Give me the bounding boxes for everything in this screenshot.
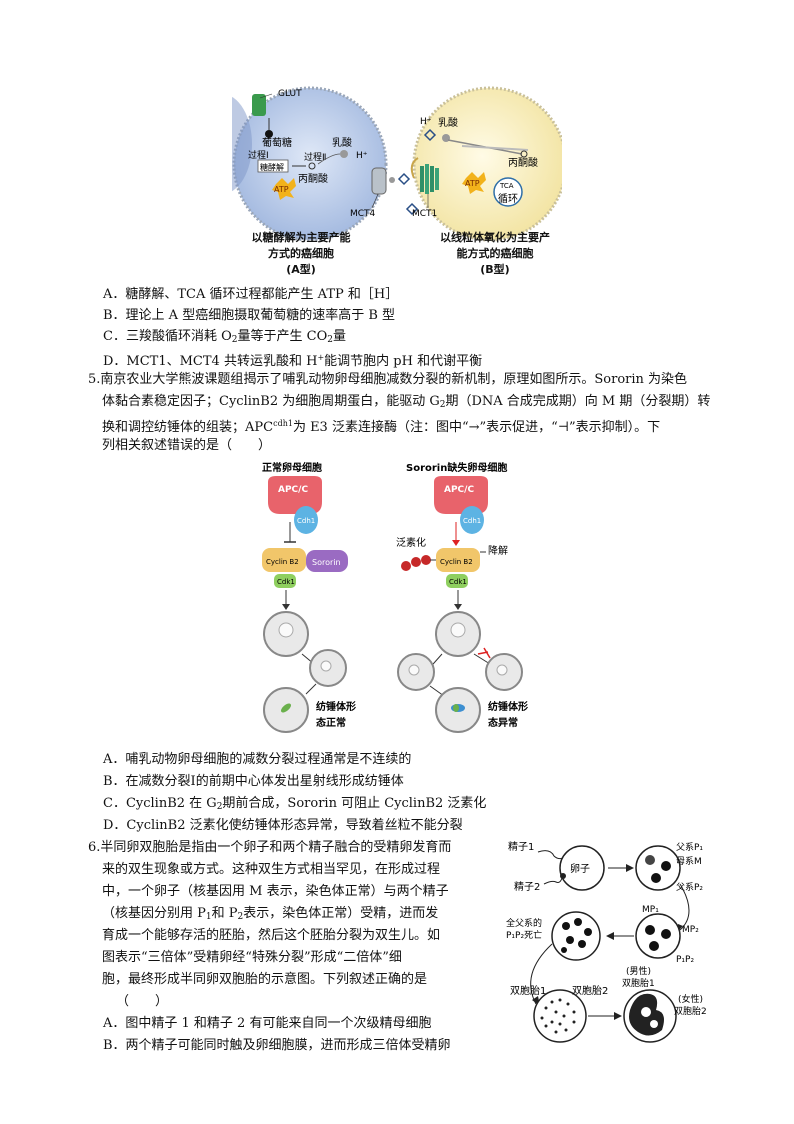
q5-stem-line1: 5.南京农业大学熊波课题组揭示了哺乳动物卵母细胞减数分裂的新机制，原理如图所示。… (88, 372, 688, 387)
mct4-icon (371, 167, 387, 195)
apc-right-icon (434, 476, 488, 514)
caption-a-line1: 以糖酵解为主要产能 (251, 231, 351, 244)
caption-b-line3: (B型) (480, 263, 510, 276)
pyruvate-a-label: 丙酮酸 (298, 172, 328, 185)
q6-stem-line4: （核基因分别用 P1和 P2表示，染色体正常）受精，进而发 (102, 906, 439, 922)
egg-label: 卵子 (570, 863, 590, 875)
q5-option-c: C．CyclinB2 在 G2期前合成，Sororin 可阻止 CyclinB2… (103, 796, 487, 812)
degrade-label: 降解 (488, 544, 508, 557)
q5-stem-line4: 列相关叙述错误的是（ ） (102, 438, 272, 453)
twin1b-label: 双胞胎1 (622, 977, 655, 989)
atp-b-icon (462, 172, 486, 194)
q6-stem-line3: 中，一个卵子（核基因用 M 表示，染色体正常）与两个精子 (102, 884, 449, 899)
twin2b-label: 双胞胎2 (674, 1005, 707, 1017)
male-label: (男性) (626, 965, 651, 977)
cdk1-left-label: Cdk1 (277, 578, 295, 586)
fig2-title-left: 正常卵母细胞 (262, 461, 322, 474)
abnormal-label-line1: 纺锤体形 (488, 700, 528, 713)
cdh1-left-icon (294, 506, 318, 534)
atp-a-icon (272, 178, 296, 200)
q5-stem-line2: 体黏合素稳定因子；CyclinB2 为细胞周期蛋白，能驱动 G2期（DNA 合成… (102, 394, 711, 410)
q4-option-d: D．MCT1、MCT4 共转运乳酸和 H+能调节胞内 pH 和代谢平衡 (103, 353, 483, 369)
sororin-left-label: Sororin (312, 558, 341, 567)
tca-label: TCA (499, 182, 514, 190)
q5-option-a: A．哺乳动物卵母细胞的减数分裂过程通常是不连续的 (103, 752, 412, 767)
cdk1-left-icon (274, 574, 296, 588)
q5-option-b: B．在减数分裂Ⅰ的前期中心体发出星射线形成纺锤体 (103, 774, 404, 789)
sperm2-label: 精子2 (514, 880, 540, 893)
normal-label-line2: 态正常 (316, 716, 346, 729)
caption-a-line2: 方式的癌细胞 (268, 247, 334, 260)
ubiquitination-label: 泛素化 (396, 536, 426, 549)
lactate-b-label: 乳酸 (438, 116, 458, 129)
q6-stem-line7: 胞，最终形成半同卵双胞胎的示意图。下列叙述正确的是 (102, 972, 428, 987)
cyclin-right-icon (436, 548, 480, 572)
paternal-p2-label: 父系P₂ (676, 882, 703, 893)
q6-stem-line1: 6.半同卵双胞胎是指由一个卵子和两个精子融合的受精卵发育而 (88, 840, 452, 855)
lactate-a-label: 乳酸 (332, 136, 352, 149)
q6-stem-line6: 图表示“三倍体”受精卵经“特殊分裂”形成“二倍体”细 (102, 950, 402, 965)
cdk1-right-label: Cdk1 (449, 578, 467, 586)
fig2-title-right: Sororin缺失卵母细胞 (406, 461, 507, 474)
hplus-b-label: H⁺ (420, 117, 432, 127)
process1-label: 过程Ⅰ (248, 149, 269, 161)
cdh1-left-label: Cdh1 (297, 517, 315, 525)
caption-b-line2: 能方式的癌细胞 (456, 247, 534, 260)
apc-left-icon (268, 476, 322, 514)
cyclin-left-label: Cyclin B2 (266, 558, 299, 566)
caption-a-line3: (A型) (286, 263, 316, 276)
q6-stem-line8: （ ） (116, 994, 169, 1009)
apc-right-label: APC/C (444, 485, 474, 495)
q6-stem-line2: 来的双生现象或方式。这种双生方式相当罕见，在形成过程 (102, 862, 441, 877)
atp-a-label: ATP (274, 185, 289, 194)
twin2-label: 双胞胎2 (572, 984, 608, 997)
cyclin-right-label: Cyclin B2 (440, 558, 473, 566)
paternal-p1-label: 父系P₁ (676, 842, 703, 853)
q4-option-a: A．糖酵解、TCA 循环过程都能产生 ATP 和［H］ (103, 287, 399, 302)
q6-option-a: A．图中精子 1 和精子 2 有可能来自同一个次级精母细胞 (103, 1016, 432, 1031)
female-label: (女性) (678, 993, 703, 1005)
dead-label-line2: P₁P₂死亡 (506, 929, 542, 941)
caption-b-line1: 以线粒体氧化为主要产 (440, 231, 550, 244)
ubiquitin-chain-icon (401, 555, 431, 571)
cyclin-left-icon (262, 548, 306, 572)
cdh1-right-label: Cdh1 (463, 517, 481, 525)
sperm1-label: 精子1 (508, 840, 534, 853)
twin-formation-figure: 精子1 卵子 精子2 父系P₁ 母系M 父系P₂ MP₁ MP₂ P₁P₂ 全父… (506, 840, 707, 1043)
mct1-label: MCT1 (412, 209, 437, 219)
glycolysis-label: 糖酵解 (260, 162, 284, 172)
mct4-label: MCT4 (350, 209, 376, 219)
normal-label-line1: 纺锤体形 (316, 700, 356, 713)
oocyte-meiosis-figure: 正常卵母细胞 Sororin缺失卵母细胞 APC/C Cdh1 Cyclin B… (262, 461, 528, 733)
cdh1-right-icon (460, 506, 484, 534)
q6-stem-line5: 育成一个能够存活的胚胎，然后这个胚胎分裂为双生儿。如 (102, 928, 441, 943)
p1p2-label: P₁P₂ (676, 955, 694, 965)
apc-left-label: APC/C (278, 485, 308, 495)
tca-cycle-icon (493, 177, 523, 207)
dead-label-line1: 全父系的 (506, 917, 542, 929)
mp1-label: MP₁ (642, 905, 659, 915)
q4-option-c: C．三羧酸循环消耗 O2量等于产生 CO2量 (103, 329, 346, 345)
q6-option-b: B．两个精子可能同时触及卵细胞膜，进而形成三倍体受精卵 (103, 1038, 451, 1053)
cdk1-right-icon (446, 574, 468, 588)
cycle-label: 循环 (498, 192, 518, 205)
twin1-label: 双胞胎1 (510, 984, 546, 997)
hplus-a-label: H⁺ (356, 151, 368, 161)
atp-b-label: ATP (465, 179, 480, 188)
glut-icon (252, 94, 266, 116)
glut-label: GLUT (278, 89, 302, 99)
q4-option-b: B．理论上 A 型癌细胞摄取葡萄糖的速率高于 B 型 (103, 308, 396, 323)
sororin-left-icon (306, 550, 348, 572)
mct1-icon (420, 164, 439, 194)
maternal-m-label: 母系M (676, 856, 702, 867)
glucose-label: 葡萄糖 (262, 136, 292, 149)
mp2-label: MP₂ (682, 925, 699, 935)
pyruvate-b-label: 丙酮酸 (508, 156, 538, 169)
q5-stem-line3: 换和调控纺锤体的组装；APCcdh1为 E3 泛素连接酶（注：图中“→”表示促进… (102, 419, 661, 435)
abnormal-label-line2: 态异常 (488, 716, 518, 729)
cancer-cell-figure: GLUT 葡萄糖 过程Ⅰ 糖酵解 过程Ⅱ 丙酮酸 乳酸 H⁺ ATP MCT4 … (232, 86, 562, 242)
process2-label: 过程Ⅱ (304, 151, 326, 163)
q5-option-d: D．CyclinB2 泛素化使纺锤体形态异常，导致着丝粒不能分裂 (103, 818, 463, 833)
